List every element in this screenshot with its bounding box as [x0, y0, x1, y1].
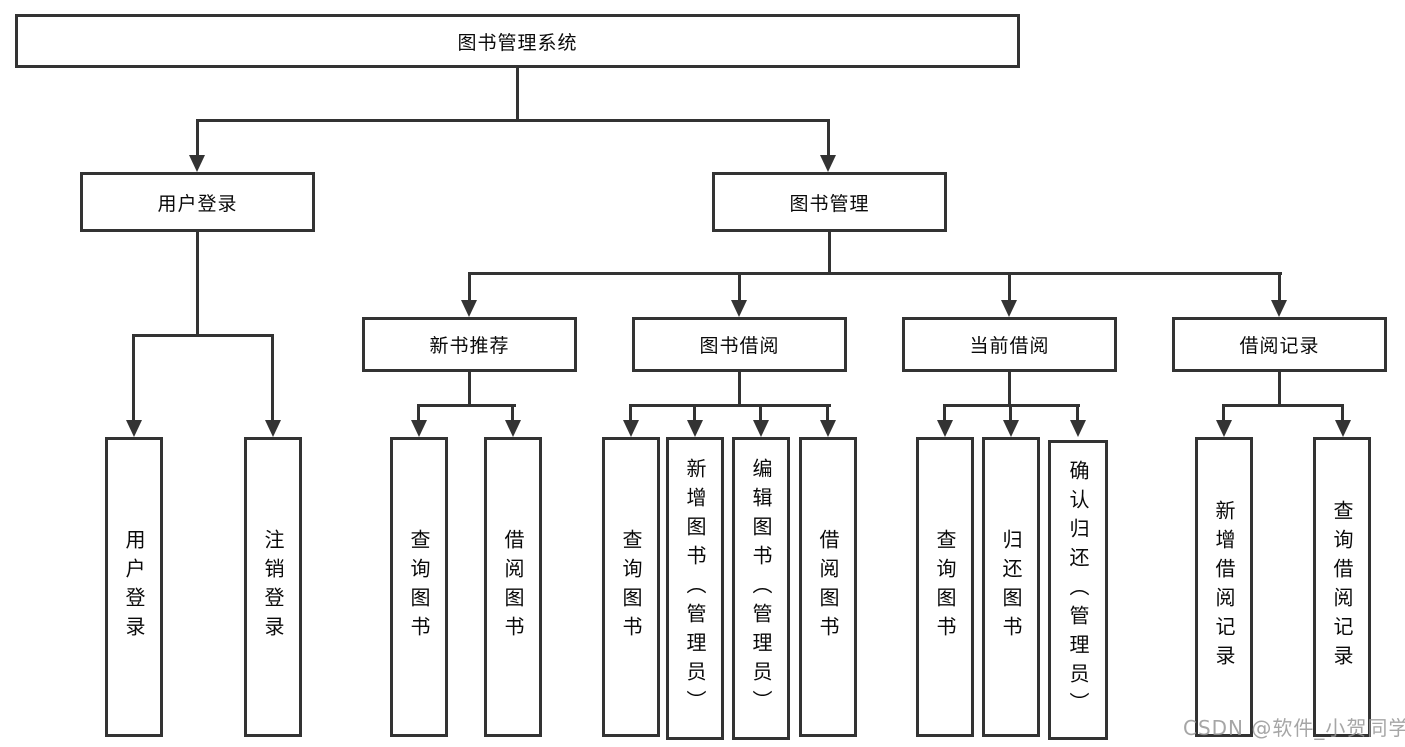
connector-line: [1009, 404, 1012, 424]
arrow-down: [1335, 420, 1351, 437]
node-bb-add-books-admin: 新增图书（管理员）: [666, 437, 724, 740]
connector-line: [827, 119, 830, 159]
arrow-down: [1001, 300, 1017, 317]
arrow-down: [820, 420, 836, 437]
connector-line: [417, 404, 516, 407]
arrow-down: [1003, 420, 1019, 437]
node-br-add-record: 新增借阅记录: [1195, 437, 1253, 737]
connector-line: [1278, 372, 1281, 407]
connector-line: [196, 119, 199, 159]
connector-line: [759, 404, 762, 424]
arrow-down: [189, 155, 205, 172]
connector-line: [417, 404, 420, 424]
arrow-down: [937, 420, 953, 437]
node-current-borrowing: 当前借阅: [902, 317, 1117, 372]
connector-line: [1008, 372, 1011, 407]
arrow-down: [753, 420, 769, 437]
connector-line: [516, 68, 519, 122]
arrow-down: [623, 420, 639, 437]
node-bb-edit-books-admin: 编辑图书（管理员）: [732, 437, 790, 740]
node-cb-return-books: 归还图书: [982, 437, 1040, 737]
connector-line: [738, 272, 741, 302]
node-nb-query-books: 查询图书: [390, 437, 448, 737]
node-bb-borrow-books: 借阅图书: [799, 437, 857, 737]
node-borrowing-records: 借阅记录: [1172, 317, 1387, 372]
node-user-login-branch: 用户登录: [80, 172, 315, 232]
node-nb-borrow-books: 借阅图书: [484, 437, 542, 737]
arrow-down: [731, 300, 747, 317]
connector-line: [738, 372, 741, 407]
node-user-login-leaf: 用户登录: [105, 437, 163, 737]
node-bb-query-books: 查询图书: [602, 437, 660, 737]
connector-line: [1341, 404, 1344, 424]
connector-line: [1278, 272, 1281, 302]
connector-line: [511, 404, 514, 424]
connector-line: [468, 372, 471, 407]
node-cb-query-books: 查询图书: [916, 437, 974, 737]
connector-line: [132, 334, 274, 337]
arrow-down: [126, 420, 142, 437]
connector-line: [826, 404, 829, 424]
arrow-down: [1216, 420, 1232, 437]
connector-line: [196, 119, 830, 122]
connector-line: [196, 232, 199, 337]
arrow-down: [1271, 300, 1287, 317]
connector-line: [629, 404, 831, 407]
node-book-borrowing: 图书借阅: [632, 317, 847, 372]
node-br-query-record: 查询借阅记录: [1313, 437, 1371, 737]
connector-line: [943, 404, 946, 424]
arrow-down: [687, 420, 703, 437]
connector-line: [271, 334, 274, 422]
arrow-down: [820, 155, 836, 172]
node-root-system: 图书管理系统: [15, 14, 1020, 68]
connector-line: [468, 272, 471, 302]
csdn-watermark: CSDN @软件_小贺同学: [1183, 716, 1405, 740]
node-cb-confirm-return-admin: 确认归还（管理员）: [1048, 440, 1108, 740]
connector-line: [1222, 404, 1225, 424]
arrow-down: [461, 300, 477, 317]
node-logout: 注销登录: [244, 437, 302, 737]
arrow-down: [411, 420, 427, 437]
connector-line: [693, 404, 696, 424]
connector-line: [468, 272, 1282, 275]
connector-line: [132, 334, 135, 422]
node-new-book-recommend: 新书推荐: [362, 317, 577, 372]
node-book-management: 图书管理: [712, 172, 947, 232]
connector-line: [1076, 404, 1079, 424]
arrow-down: [505, 420, 521, 437]
connector-line: [1222, 404, 1344, 407]
arrow-down: [265, 420, 281, 437]
connector-line: [1008, 272, 1011, 302]
connector-line: [629, 404, 632, 424]
arrow-down: [1070, 420, 1086, 437]
connector-line: [828, 232, 831, 275]
